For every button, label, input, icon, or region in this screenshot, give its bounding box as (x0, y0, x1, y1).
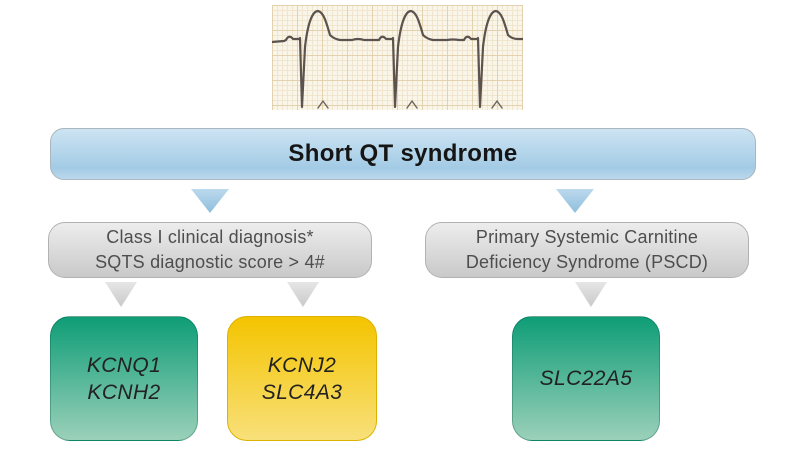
arrow-down-icon (105, 282, 137, 307)
ecg-strip (272, 5, 523, 110)
criteria-line: SQTS diagnostic score > 4# (95, 252, 325, 272)
gene-label: SLC4A3 (261, 380, 343, 404)
gene-label: SLC22A5 (539, 367, 633, 390)
arrow-down-icon (556, 189, 594, 213)
gene-label: KCNJ2 (267, 353, 337, 377)
arrow-down-icon (287, 282, 319, 307)
gene-box-slc22a5: SLC22A5 (512, 316, 660, 441)
arrow-down-icon (191, 189, 229, 213)
gene-label: KCNQ1 (86, 353, 162, 377)
ecg-trace-icon (272, 9, 523, 109)
criteria-line: Class I clinical diagnosis* (106, 227, 314, 247)
gene-label: KCNH2 (87, 380, 161, 404)
page-title: Short QT syndrome (288, 140, 518, 167)
ecg-caret-marks (317, 100, 503, 109)
gene-box-kcnq1-kcnh2: KCNQ1 KCNH2 (50, 316, 198, 441)
criteria-line: Deficiency Syndrome (PSCD) (465, 252, 709, 272)
criteria-box-sqts-diagnosis: Class I clinical diagnosis* SQTS diagnos… (48, 222, 372, 278)
gene-box-kcnj2-slc4a3: KCNJ2 SLC4A3 (227, 316, 377, 441)
criteria-line: Primary Systemic Carnitine (475, 227, 699, 247)
arrow-down-icon (575, 282, 607, 307)
root-node-short-qt-syndrome: Short QT syndrome (50, 128, 756, 180)
criteria-box-pscd: Primary Systemic Carnitine Deficiency Sy… (425, 222, 749, 278)
